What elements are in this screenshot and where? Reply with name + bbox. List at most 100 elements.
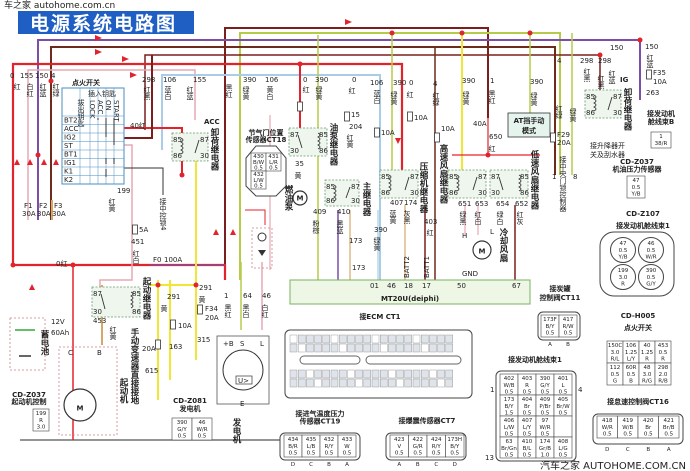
ecm-pin <box>388 343 396 353</box>
relay-pin-30: 30 <box>200 152 209 160</box>
connector-pin-text: 1.5 <box>505 411 514 417</box>
wire-label: 390 <box>374 226 387 234</box>
wire-label: F2 <box>39 202 47 210</box>
z107-pin <box>610 264 636 290</box>
relay-coil-icon <box>518 174 522 192</box>
relay-coil-icon <box>180 137 184 155</box>
connector-pin-text: 1.25 <box>625 350 638 356</box>
wire-label: 红 <box>406 90 414 98</box>
ecm-pin <box>363 343 371 353</box>
connector-title: 机油压力传感器 <box>613 165 663 174</box>
connector-title: 接进气温度压力 <box>296 409 345 418</box>
connector-pin-text: L/B <box>307 444 316 450</box>
connector-pin-text: W/R <box>539 425 550 431</box>
connector-title: CD-Z037 <box>12 391 46 399</box>
wire <box>452 118 540 156</box>
ecm-pin <box>339 378 347 388</box>
connector-pin-text: 199 <box>618 268 629 274</box>
ecm-pin <box>396 378 404 388</box>
wire-label: GND <box>462 270 478 278</box>
wire-label: 红灰 <box>516 210 524 226</box>
connector-pin-text: 430 <box>253 154 264 160</box>
connector-title: 接怠速控制阀CT16 <box>607 397 669 406</box>
wire-label: 291 <box>199 284 212 292</box>
connector-pin-text: 0.5 <box>307 451 316 457</box>
connector-pin-text: 48 <box>644 365 651 371</box>
ecm-pin <box>322 334 330 344</box>
wire-label: F29 <box>557 131 570 139</box>
starter-label: 起动机 <box>118 377 129 404</box>
relay-pin-86: 86 <box>132 308 141 316</box>
junction-dot <box>297 61 303 67</box>
connector-pin-text: R/Y <box>324 444 334 450</box>
relay-pin-30: 30 <box>491 189 500 197</box>
connector-pin-text: B/Y <box>546 324 556 330</box>
ecm-key <box>365 355 462 365</box>
wire-label: 651 <box>458 200 471 208</box>
wire-label: 18 <box>404 282 413 290</box>
manual-transmission-ground-label: 手动变速器直接接地 <box>129 327 140 405</box>
connector-title: 传感器CT19 <box>299 417 341 426</box>
wire-label: 298 <box>142 76 155 84</box>
ecm-pin <box>445 334 453 344</box>
connector-pin-text: 0.5 <box>611 372 620 378</box>
ecm-pin <box>298 343 306 353</box>
ecm-pin <box>371 378 380 388</box>
wire-label: 红绿 <box>555 104 563 119</box>
ecm-pin <box>388 334 396 344</box>
connector-pin-text: 423 <box>394 437 405 443</box>
fuse-icon <box>407 111 413 122</box>
wire-label: 30A <box>22 210 36 218</box>
connector-pin-text: 0.5 <box>623 432 632 438</box>
wire-label: 20A <box>142 345 156 353</box>
ecm-pin <box>421 369 429 379</box>
ecm-pin <box>289 334 298 344</box>
wire-label: 17 <box>422 282 431 290</box>
wire <box>99 144 133 295</box>
junction-dot <box>485 152 491 158</box>
fan-motor-icon <box>472 240 492 260</box>
connector-pin-text: 0.5 <box>541 411 550 417</box>
connector-pin-text: 0.5 <box>546 331 555 337</box>
wire-label: 红白 <box>474 210 482 226</box>
connector-pin-text: 424 <box>431 437 442 443</box>
ecm-pin <box>445 378 453 388</box>
wire-label: 绿黄 <box>530 91 538 107</box>
wire-label: 60Ah <box>51 329 69 337</box>
ecm-pin <box>429 334 437 344</box>
connector-pin-text: 0.5 <box>395 451 404 457</box>
connector-pin-text: L/G <box>558 446 567 452</box>
wire-label: 315 <box>197 336 210 344</box>
connector-pin-letter: C <box>626 447 630 453</box>
connector-pin-text: W/B <box>622 425 633 431</box>
connector-pin-cell <box>337 434 357 458</box>
wire-label: 64 <box>243 292 252 300</box>
wire-label: 407 <box>390 199 403 207</box>
wire-label: 150 <box>610 44 623 52</box>
wire-label: 0 <box>303 76 307 84</box>
relay-coil-icon <box>130 291 134 309</box>
wire-label: 红黑 <box>583 67 591 83</box>
page-title: 电源系统电路图 <box>30 12 177 35</box>
wire-label: BATT1 <box>423 256 431 278</box>
junction-dot <box>179 172 185 178</box>
switch-terminal-bt1: BT1 <box>64 151 78 159</box>
alternator-label: 发电机 <box>231 417 242 444</box>
lamp-icon <box>257 232 267 242</box>
fuel-pump-motor-icon-glyph: M <box>297 194 304 202</box>
wire <box>144 54 601 130</box>
connector-pin-text: W/R <box>645 255 656 261</box>
connector-pin-text: 422 <box>413 437 424 443</box>
ecm-pin <box>396 369 404 379</box>
wire-label: 50 <box>457 282 466 290</box>
wire <box>245 209 266 225</box>
connector-pin-text: L/R <box>269 160 278 166</box>
ecm-pin <box>322 343 330 353</box>
connector-pin-text: 3.0 <box>611 350 620 356</box>
connector-pin-letter: B <box>566 342 570 348</box>
connector-pin-cell <box>658 415 680 439</box>
wire-label: 652 <box>515 200 528 208</box>
connector-pin-text: Br <box>645 425 652 431</box>
